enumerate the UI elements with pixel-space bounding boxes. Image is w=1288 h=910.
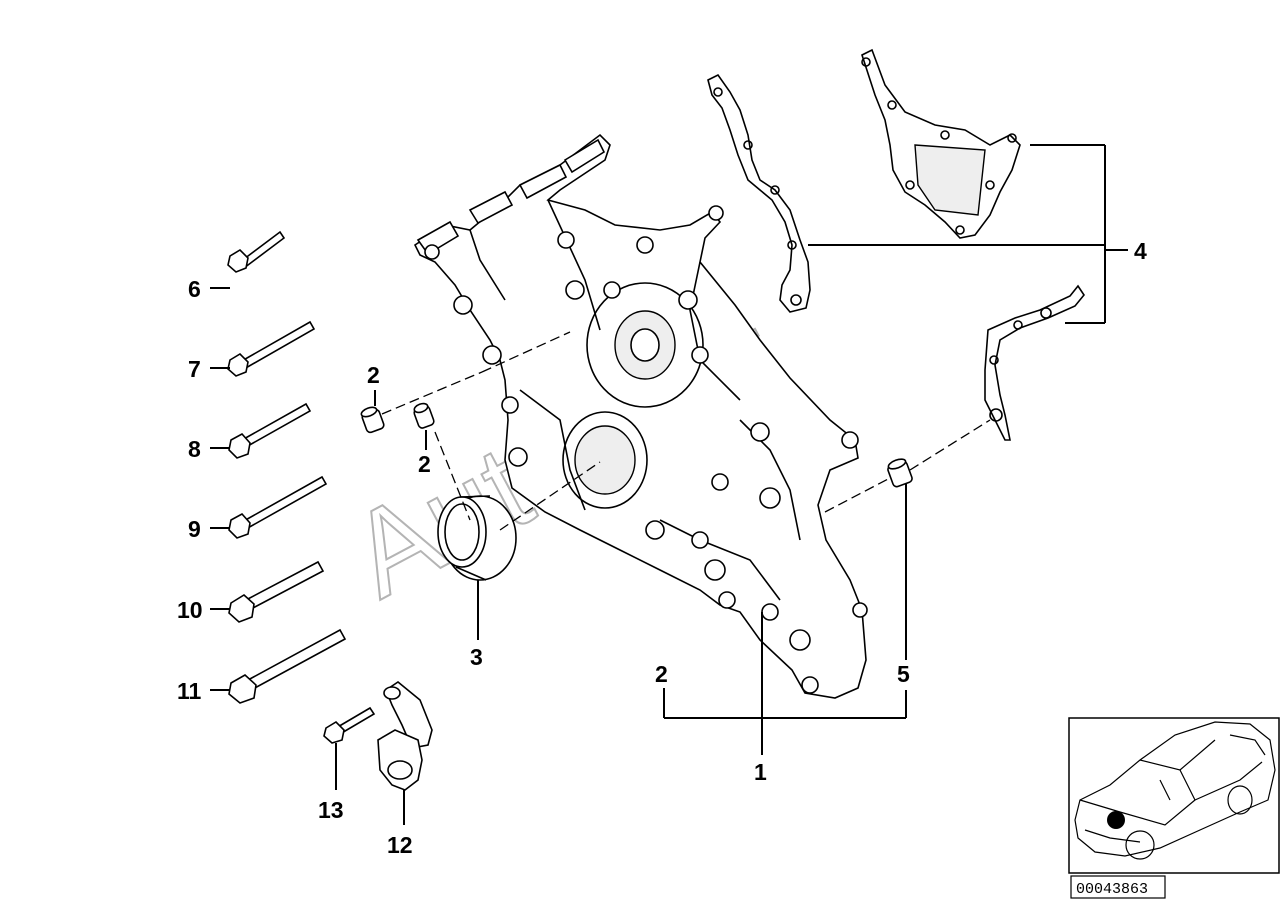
timing-cover — [413, 133, 868, 699]
dowel-sleeve-left — [360, 406, 385, 434]
callout-8: 8 — [188, 436, 201, 462]
callout-10: 10 — [177, 597, 203, 623]
callout-3: 3 — [470, 644, 483, 670]
bolt-11 — [228, 628, 347, 704]
reference-number-box: 00043863 — [1070, 875, 1166, 899]
callout-2-lower: 2 — [655, 661, 668, 687]
callout-1: 1 — [754, 759, 767, 785]
leader-lines — [210, 144, 1128, 825]
callout-13: 13 — [318, 797, 344, 823]
bolt-9 — [228, 475, 328, 539]
car-outline — [1074, 721, 1276, 860]
car-locator-thumbnail — [1068, 717, 1280, 874]
assembly-lines — [381, 331, 991, 531]
gasket-upper-left — [707, 73, 811, 313]
callout-2-upper: 2 — [367, 362, 380, 388]
callout-5: 5 — [897, 661, 910, 687]
reference-number: 00043863 — [1076, 881, 1148, 898]
bolt-8 — [228, 402, 312, 459]
bolt-bosses — [424, 205, 868, 694]
callout-7: 7 — [188, 356, 201, 382]
location-marker — [1107, 811, 1125, 829]
bolt-7 — [227, 320, 316, 377]
callout-6: 6 — [188, 276, 201, 302]
gasket-lower-right — [984, 284, 1085, 441]
shaft-seal — [437, 495, 517, 581]
gasket-upper-right — [861, 48, 1021, 239]
callout-9: 9 — [188, 516, 201, 542]
bolt-13 — [323, 706, 376, 744]
callout-11: 11 — [177, 678, 202, 704]
tensioner-bracket — [377, 681, 433, 791]
callout-12: 12 — [387, 832, 413, 858]
callout-4: 4 — [1134, 238, 1147, 264]
bolt-6 — [227, 230, 286, 273]
dowel-sleeve-right — [887, 458, 913, 488]
callout-2-middle: 2 — [418, 451, 431, 477]
dowel-sleeve-middle — [413, 402, 435, 429]
callouts: 6 7 8 9 10 11 13 12 2 2 3 4 5 2 1 — [177, 238, 1147, 858]
bolt-10 — [228, 560, 325, 623]
